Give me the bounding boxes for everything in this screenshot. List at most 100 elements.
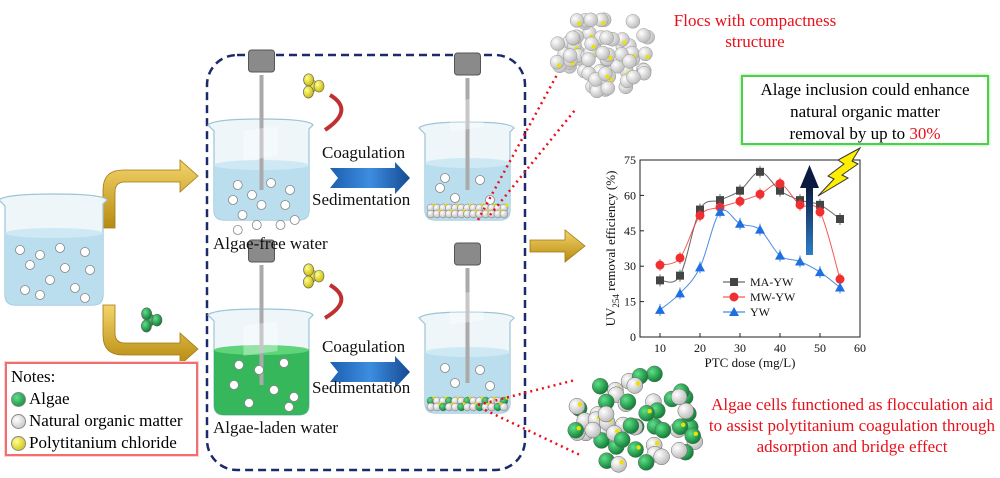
algae-annotation-line3: adsorption and bridge effect [757,437,948,456]
notes-legend: Notes: Algae Natural organic matter Poly… [5,362,198,456]
flocs-annotation-line1: Flocs with compactness [674,11,836,30]
organic-matter-particle [450,378,460,388]
organic-matter-particle [599,30,614,45]
process-arrow-bottom [330,356,410,388]
callout-line1: Alage inclusion could enhance [760,80,970,99]
lightning-icon [817,146,862,197]
data-point [755,189,765,199]
coagulation-label-bottom: Coagulation [322,337,406,356]
organic-matter-particle [583,12,599,28]
data-point [836,215,844,223]
legend-label: MA-YW [750,275,794,289]
data-point [736,186,744,195]
legend-marker [729,307,739,316]
stirrer-motor [248,239,275,263]
organic-matter-particle [251,220,262,230]
organic-matter-particle [35,290,45,300]
organic-matter-particle [247,190,257,200]
organic-matter-particle [435,183,445,193]
algae-cell [654,421,672,439]
callout-line3-prefix: removal by up to [789,124,910,143]
organic-matter-particle [232,225,243,235]
organic-matter-particle [622,54,637,69]
y-tick-label: 45 [624,224,636,238]
data-point [756,167,764,176]
process-arrow-top [330,162,410,194]
particle [303,275,314,289]
legend-marker [729,292,739,302]
organic-matter-particle [625,14,641,29]
organic-matter-particle [581,52,596,67]
organic-matter-particle [269,385,279,395]
algae-free-water-label: Algae-free water [213,234,328,253]
algae-laden-water-label: Algae-laden water [213,418,338,437]
organic-matter-particle [595,45,611,61]
enhancement-callout: Alage inclusion could enhance natural or… [741,75,989,145]
organic-matter-particle [280,200,291,210]
algae-cluster [141,307,163,333]
particle [303,73,314,87]
coagulant-particle [647,409,652,414]
enhancement-arrow-shaft [806,185,813,255]
sedimentation-label-top: Sedimentation [312,190,411,209]
coagulation-label-top: Coagulation [322,143,406,162]
organic-matter-particle [266,178,276,188]
organic-matter-particle [55,243,65,253]
coagulant-particle [591,44,596,49]
water-surface [5,228,103,238]
coagulant-dose-bottom [303,263,325,289]
y-tick-label: 60 [624,188,636,202]
stirrer-paddle [449,290,484,325]
algae-annotation-line1: Algae cells functioned as flocculation a… [711,395,993,414]
organic-matter-particle [45,275,55,285]
algae-cell [567,421,584,439]
organic-matter-particle [35,250,45,260]
algae-free-sedimentation-beaker [418,52,515,221]
y-tick-label: 30 [624,259,636,273]
organic-matter-particle [626,69,641,85]
organic-matter-particle [597,405,615,423]
particle [313,269,325,283]
coagulant-particle [635,381,640,386]
organic-matter-particle [232,180,243,190]
data-point [676,271,684,280]
coagulant-particle [601,20,606,25]
organic-matter-particle [279,358,289,368]
y-tick-label: 0 [630,330,636,344]
coagulant-particle [505,203,509,207]
organic-matter-particle [475,175,485,185]
zoom-lines [476,59,581,457]
algae-cell [591,377,609,395]
legend-label: YW [750,305,771,319]
organic-matter-particle [284,402,294,412]
particle [313,79,325,93]
organic-matter-particle [584,36,599,52]
enhancement-arrow-head [800,165,819,188]
organic-matter-particle [60,263,70,273]
organic-matter-particle [85,265,95,275]
stirrer-rod [259,265,264,385]
organic-matter-particle [485,381,495,391]
flow-arrow-to-chart [529,229,586,263]
organic-matter-particle [440,173,450,183]
organic-matter-particle [229,380,239,390]
coagulant-dose-top [303,73,325,99]
organic-matter-particle [475,365,485,375]
organic-matter-particle [565,30,581,45]
legend-marker [730,278,738,286]
coagulant-particle [693,431,698,437]
coagulant-particle [576,426,581,431]
notes-item-label: Polytitanium chloride [29,433,177,452]
flow-arrow-bottom [102,304,199,366]
data-point [775,179,785,189]
x-axis-label: PTC dose (mg/L) [705,355,796,370]
algae-cell [613,431,631,448]
series-yw: YW [655,205,845,319]
y-axis-label: UV254 removal efficiency (%) [603,171,621,327]
organic-matter-particle [568,398,586,415]
coagulant-particle [680,422,686,427]
callout-line3: removal by up to 30% [743,123,987,145]
organic-matter-particle [254,365,264,375]
